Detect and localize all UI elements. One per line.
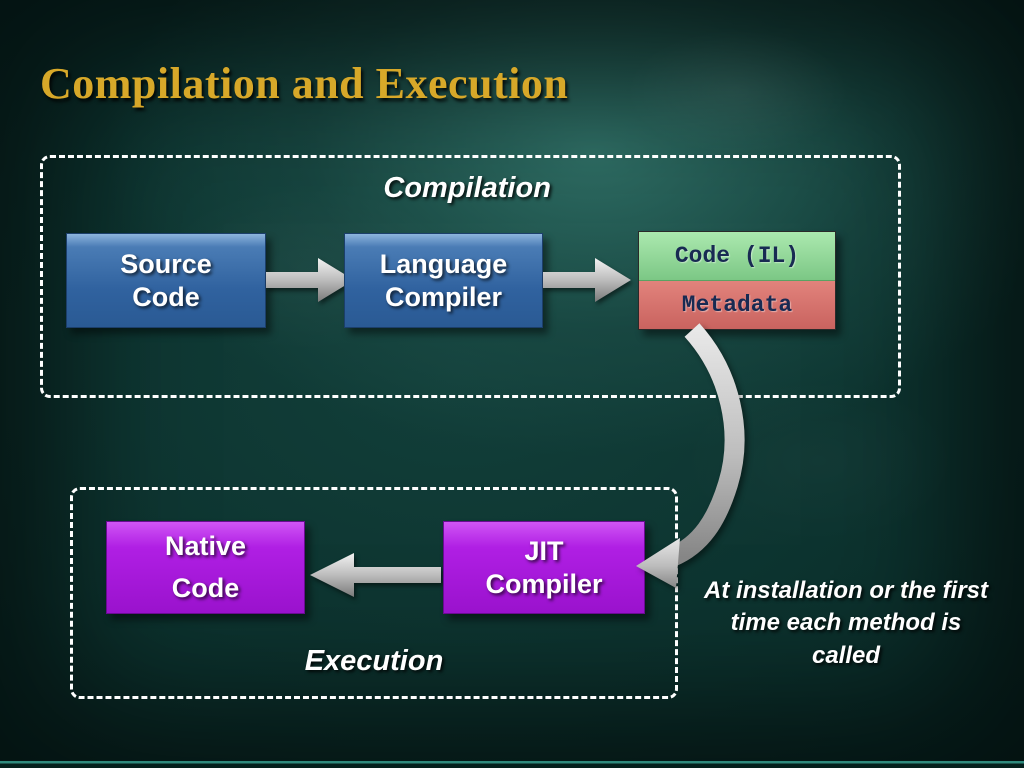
- arrow-right-icon: [266, 258, 354, 302]
- language-compiler-label: Language Compiler: [379, 249, 508, 312]
- code-il-label: Code (IL): [674, 242, 800, 269]
- arrow-right-icon: [543, 258, 631, 302]
- compilation-section: Compilation Source Code Language Compile…: [40, 155, 901, 398]
- native-code-label: Native Code: [164, 530, 247, 603]
- jit-compiler-box: JIT Compiler: [443, 521, 645, 614]
- language-compiler-box: Language Compiler: [344, 233, 543, 328]
- slide-title: Compilation and Execution: [40, 59, 569, 108]
- metadata-segment: Metadata: [639, 280, 835, 329]
- bottom-border: [0, 761, 1024, 768]
- execution-section: Native Code JIT Compiler Execution: [70, 487, 678, 699]
- arrow-left-icon: [310, 553, 441, 597]
- metadata-label: Metadata: [681, 291, 793, 318]
- code-il-segment: Code (IL): [639, 232, 835, 281]
- il-metadata-box: Code (IL) Metadata: [638, 231, 836, 330]
- source-code-box: Source Code: [66, 233, 266, 328]
- native-code-box: Native Code: [106, 521, 305, 614]
- compilation-label: Compilation: [383, 172, 551, 204]
- source-code-label: Source Code: [120, 249, 212, 312]
- jit-compiler-label: JIT Compiler: [485, 536, 603, 599]
- annotation-text: At installation or the first time each m…: [703, 577, 988, 669]
- execution-label: Execution: [304, 645, 444, 677]
